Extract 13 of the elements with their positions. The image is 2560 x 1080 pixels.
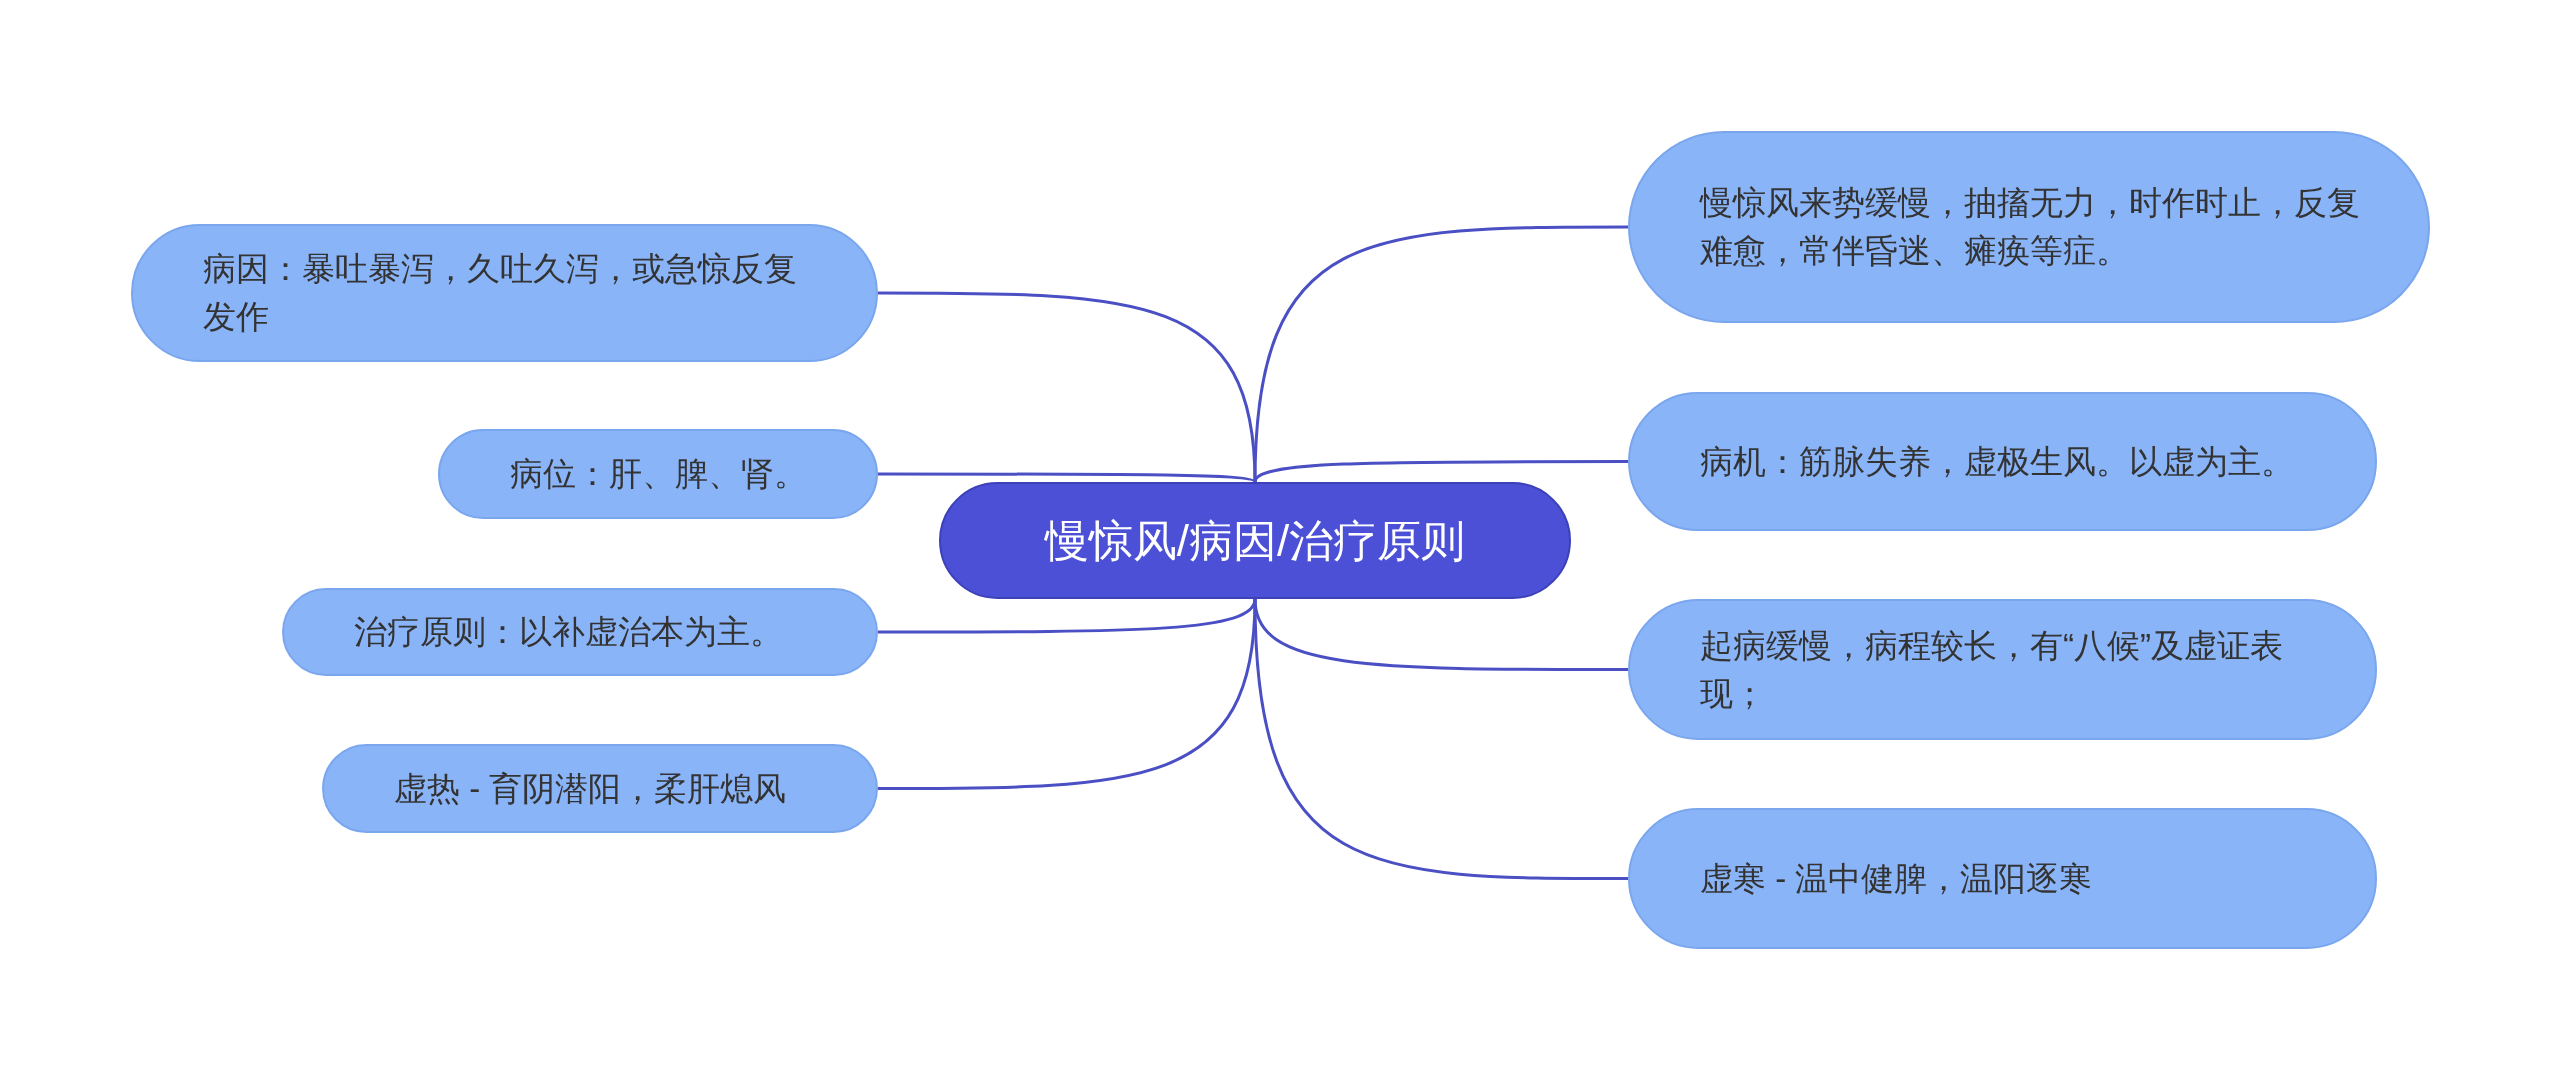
topic-text: 虚寒 - 温中健脾，温阳逐寒: [1700, 858, 2094, 899]
topic-text: 病机：筋脉失养，虚极生风。以虚为主。: [1700, 441, 2295, 482]
connector-line: [878, 598, 1257, 790]
topic-text: 病位：肝、脾、肾。: [510, 454, 808, 495]
topic-text: 起病缓慢，病程较长，有“八候”及虚证表现；: [1700, 625, 2284, 714]
connector-line: [878, 472, 1256, 484]
connector-line: [1253, 460, 1628, 483]
topic-text: 慢惊风/病因/治疗原则: [1044, 515, 1466, 567]
topic-text: 治疗原则：以补虚治本为主。: [354, 612, 784, 653]
connector-line: [1253, 598, 1628, 880]
topic-text: 慢惊风来势缓慢，抽搐无力，时作时止，反复难愈，常伴昏迷、瘫痪等症。: [1700, 183, 2361, 271]
topic-text: 虚热 - 育阴潜阳，柔肝熄风: [394, 768, 788, 809]
topic-text: 病因：暴吐暴泻，久吐久泻，或急惊反复发作: [203, 249, 798, 337]
